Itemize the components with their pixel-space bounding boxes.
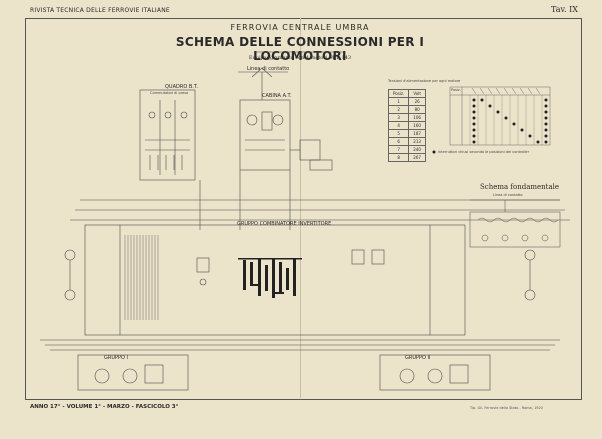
drawing-frame <box>25 18 582 400</box>
interruttori-note: Interruttori chiusi secondo le posizioni… <box>438 150 530 154</box>
posiz-header: Posiz. <box>387 89 410 98</box>
controller-posiz-label: Posiz. <box>451 88 461 92</box>
quadro-bt-label: QUADRO B.T. <box>165 84 198 90</box>
railway-title: FERROVIA CENTRALE UMBRA <box>230 23 370 32</box>
schema-linea-contatto-label: Linea di contatto <box>493 193 523 197</box>
printer-footer: Tip. Gil. Ferrovie dello Stato - Roma, 1… <box>470 406 543 410</box>
page-fold <box>300 18 301 398</box>
schema-title: SCHEMA DELLE CONNESSIONI PER I LOCOMOTOR… <box>175 35 425 63</box>
issue-footer: ANNO 17° - VOLUME 1° - MARZO - FASCICOLO… <box>30 404 179 410</box>
journal-header: RIVISTA TECNICA DELLE FERROVIE ITALIANE <box>30 7 170 14</box>
equipment-subtitle: Equipaggiamento con 4 motori M.T. 143 <box>248 55 352 61</box>
linea-contatto-label: Linea di contatto <box>247 66 290 72</box>
commutatori-label: Commutatori di presa <box>150 91 189 95</box>
gruppo-combinatore-label: GRUPPO COMBINATORE INVERTITORE <box>237 221 332 227</box>
gruppo-1-label: GRUPPO I <box>104 355 129 361</box>
tensioni-header: Tensioni d'alimentazione per ogni motore <box>388 79 461 83</box>
cabina-at-label: CABINA A.T. <box>262 93 292 99</box>
volt-header: Volt <box>408 89 426 98</box>
gruppo-2-label: GRUPPO II <box>405 355 431 361</box>
schema-fondamentale-label: Schema fondamentale <box>480 183 560 191</box>
plate-number: Tav. IX <box>551 5 578 14</box>
